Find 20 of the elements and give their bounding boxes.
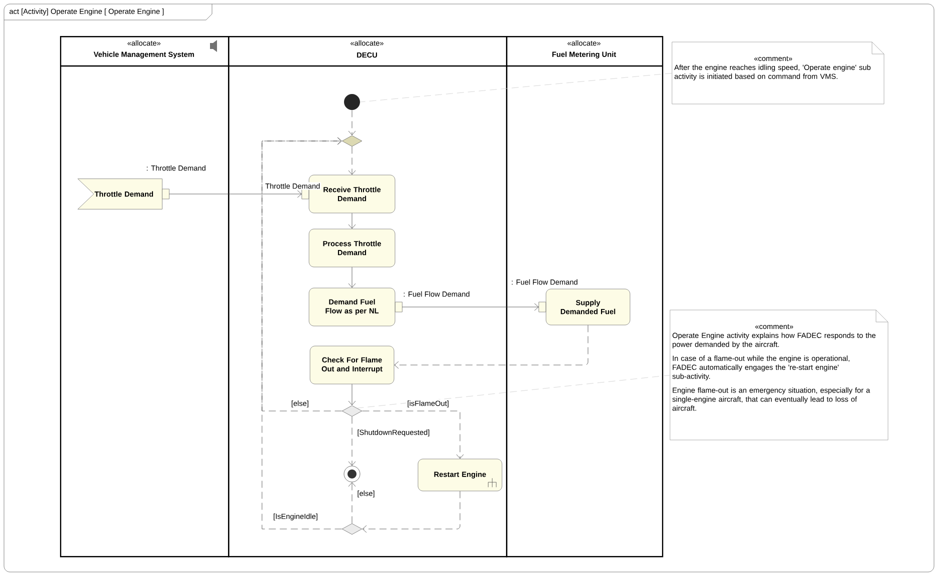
arrow xyxy=(262,137,342,530)
comment-link xyxy=(360,73,672,102)
decision-diamond xyxy=(342,405,362,417)
arrow xyxy=(348,213,356,229)
initial-node xyxy=(344,94,360,110)
arrow xyxy=(402,303,539,311)
arrow xyxy=(348,482,356,524)
arrow xyxy=(348,110,356,136)
arrow xyxy=(169,190,302,198)
arrow xyxy=(362,410,464,459)
decision-diamond xyxy=(342,523,362,535)
final-node xyxy=(344,466,360,482)
arrow xyxy=(362,491,460,533)
arrow xyxy=(394,325,588,369)
comment-link xyxy=(356,375,670,408)
arrow xyxy=(348,146,356,175)
arrow xyxy=(348,384,356,406)
arrow xyxy=(348,416,356,466)
arrow xyxy=(348,267,356,288)
decision-diamond xyxy=(342,135,362,147)
